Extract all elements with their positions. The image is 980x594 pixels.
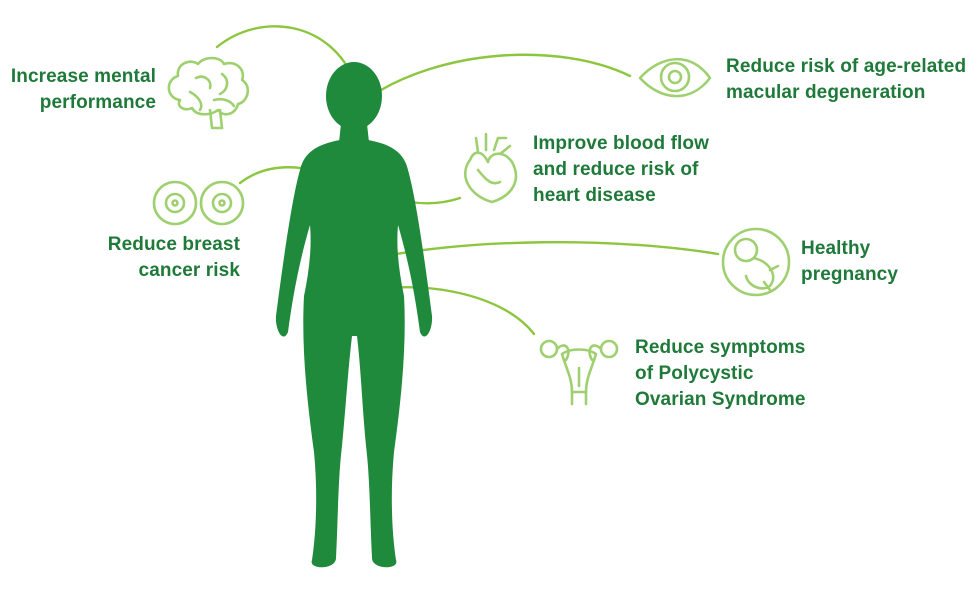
label-heart: Improve blood flow and reduce risk of he…	[533, 133, 709, 206]
female-silhouette	[275, 62, 433, 568]
label-pregnancy: Healthy pregnancy	[801, 238, 898, 285]
brain-icon	[167, 56, 250, 130]
label-mental: Increase mental performance	[10, 66, 156, 113]
eye-icon	[638, 57, 712, 98]
connector-eye	[363, 53, 632, 102]
fetus-icon	[721, 227, 791, 297]
connector-pregnancy	[353, 240, 720, 264]
label-eye: Reduce risk of age-related macular degen…	[726, 56, 967, 103]
label-pcos: Reduce symptoms of Polycystic Ovarian Sy…	[635, 337, 806, 410]
connector-mental	[215, 25, 357, 84]
uterus-icon	[539, 339, 619, 406]
heart-icon	[464, 132, 518, 204]
breast-icon	[152, 180, 245, 226]
label-breast: Reduce breast cancer risk	[107, 234, 240, 281]
